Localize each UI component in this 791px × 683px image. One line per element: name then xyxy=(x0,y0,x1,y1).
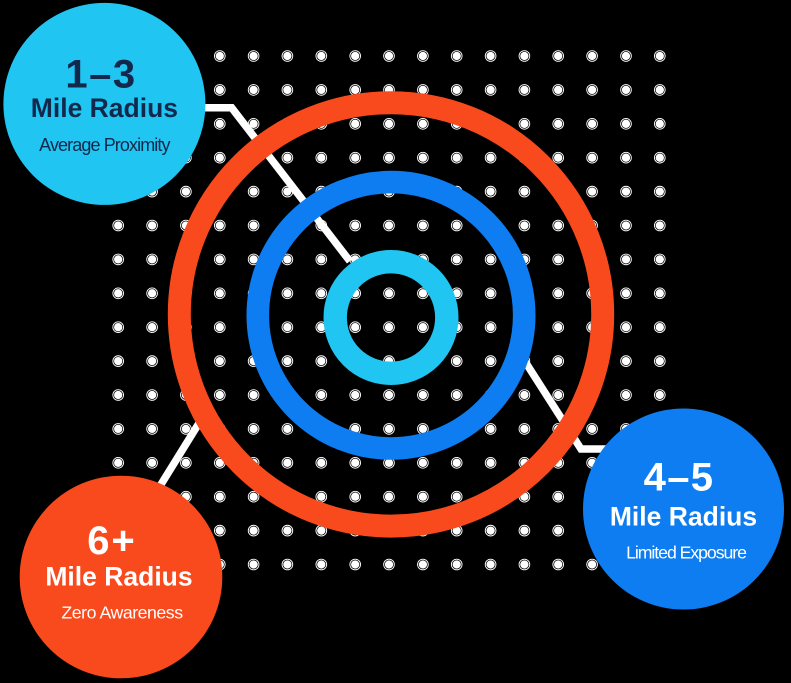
svg-text:Limited Exposure: Limited Exposure xyxy=(626,543,747,563)
svg-text:Mile Radius: Mile Radius xyxy=(31,93,178,123)
svg-text:Zero Awareness: Zero Awareness xyxy=(61,603,183,623)
svg-text:1–3: 1–3 xyxy=(65,53,136,97)
svg-text:Mile Radius: Mile Radius xyxy=(45,562,192,592)
svg-text:6+: 6+ xyxy=(87,519,137,563)
svg-text:Mile Radius: Mile Radius xyxy=(610,501,757,531)
svg-text:Average Proximity: Average Proximity xyxy=(39,135,170,155)
svg-text:4–5: 4–5 xyxy=(644,456,715,500)
